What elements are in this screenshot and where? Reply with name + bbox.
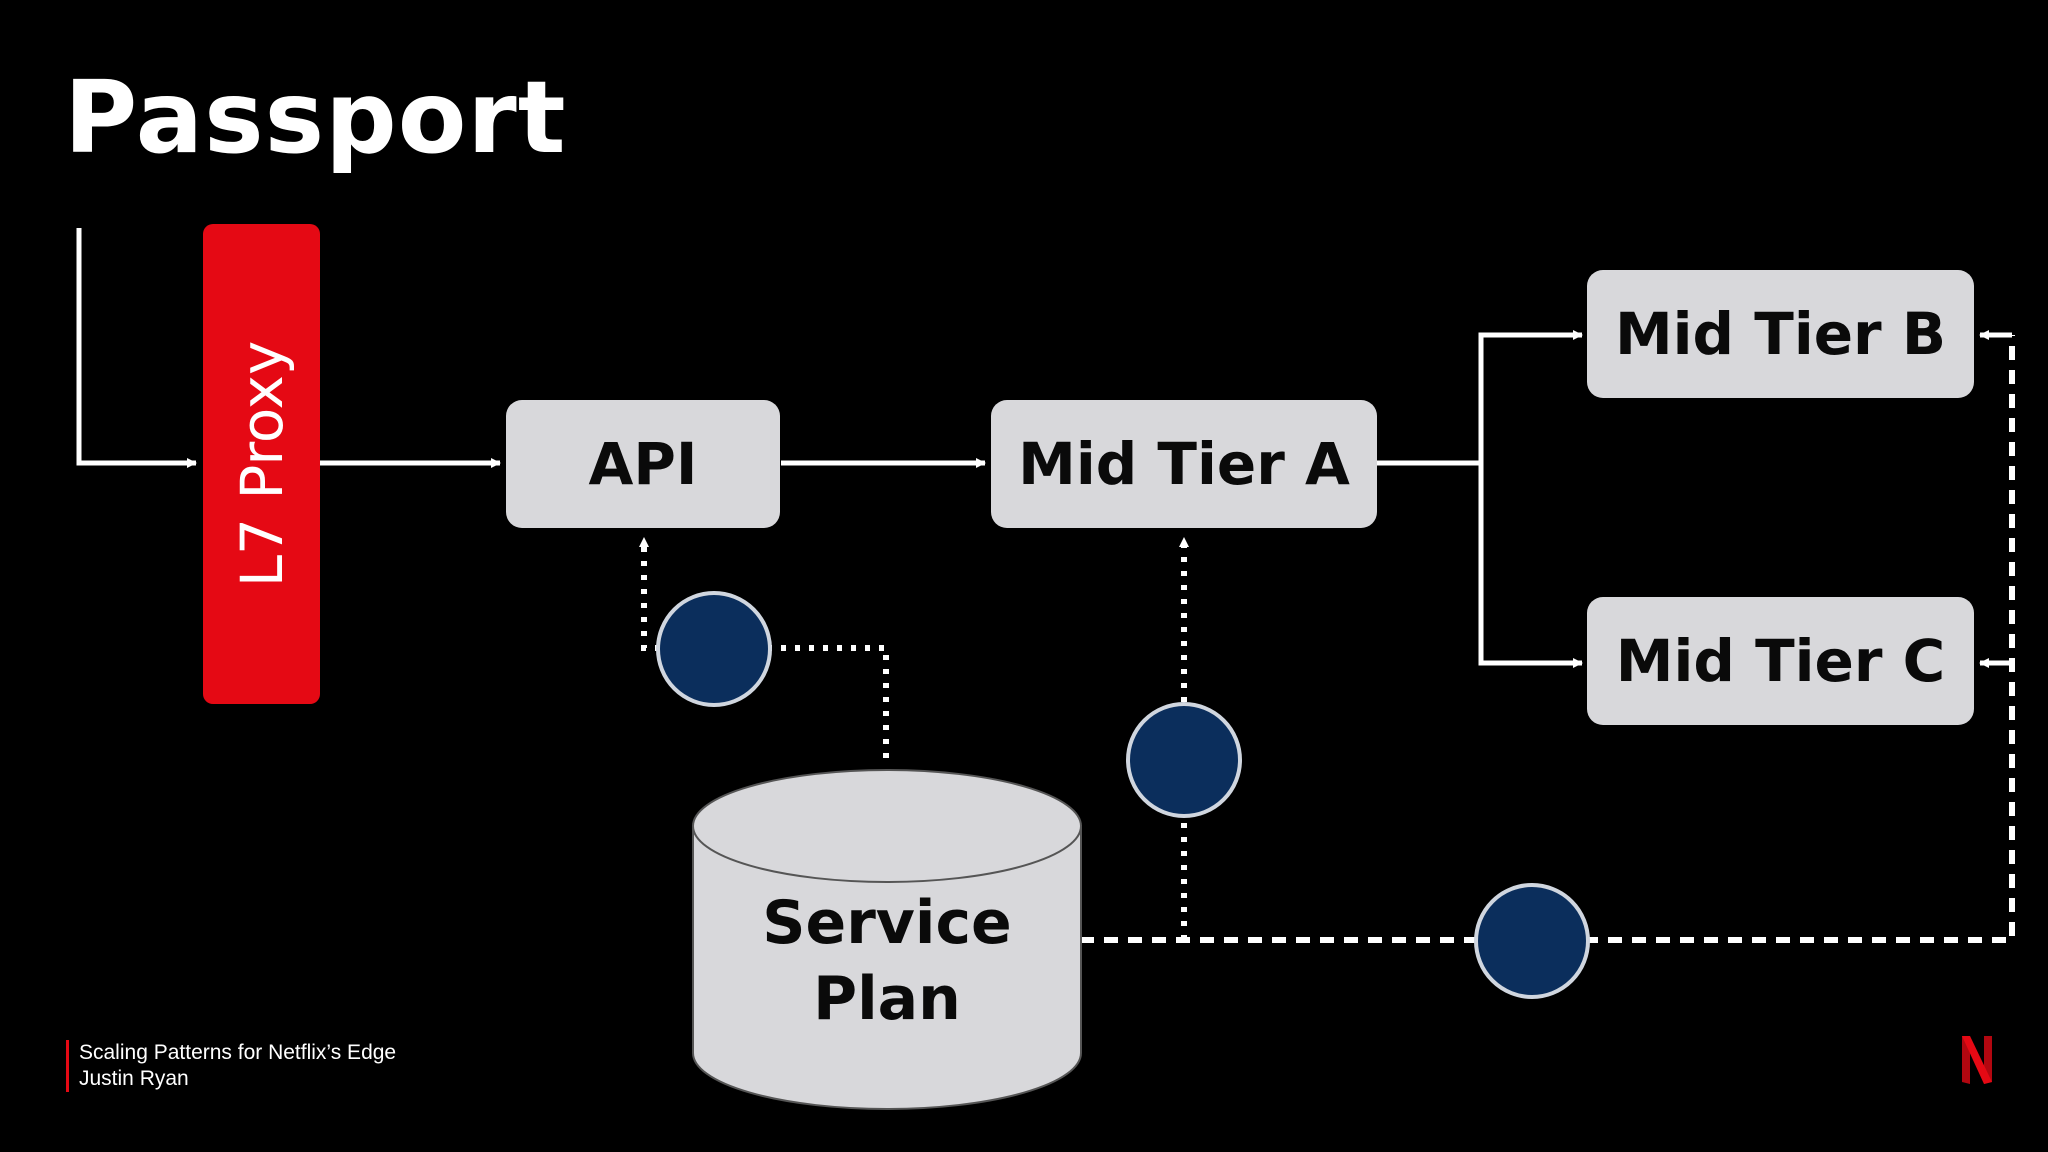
talk-title: Scaling Patterns for Netflix’s Edge	[79, 1041, 397, 1064]
slide-footer: Scaling Patterns for Netflix’s Edge Just…	[66, 1040, 396, 1092]
service-plan-cylinder	[692, 769, 1082, 1110]
netflix-logo-icon	[1962, 1036, 1992, 1084]
passport-token-midtier-a	[1126, 702, 1242, 818]
l7-proxy-label: L7 Proxy	[228, 340, 296, 588]
l7-proxy-box	[203, 224, 320, 704]
arrow-ingress-to-proxy	[76, 228, 197, 468]
mid-tier-c-node: Mid Tier C	[1587, 597, 1974, 725]
passport-token-midtier-bc	[1474, 883, 1590, 999]
speaker-name: Justin Ryan	[79, 1067, 189, 1090]
page-title: Passport	[64, 59, 567, 176]
arrow-branch-to-midtier-c	[1478, 463, 1583, 668]
dotted-serviceplan-to-api	[639, 537, 889, 758]
service-plan-label: Service Plan	[693, 885, 1081, 1037]
service-plan-label-line2: Plan	[813, 964, 961, 1034]
passport-token-api	[656, 591, 772, 707]
mid-tier-b-node: Mid Tier B	[1587, 270, 1974, 398]
api-node: API	[506, 400, 780, 528]
mid-tier-a-node: Mid Tier A	[991, 400, 1377, 528]
arrow-branch-to-midtier-b	[1478, 330, 1583, 463]
service-plan-label-line1: Service	[762, 888, 1012, 958]
